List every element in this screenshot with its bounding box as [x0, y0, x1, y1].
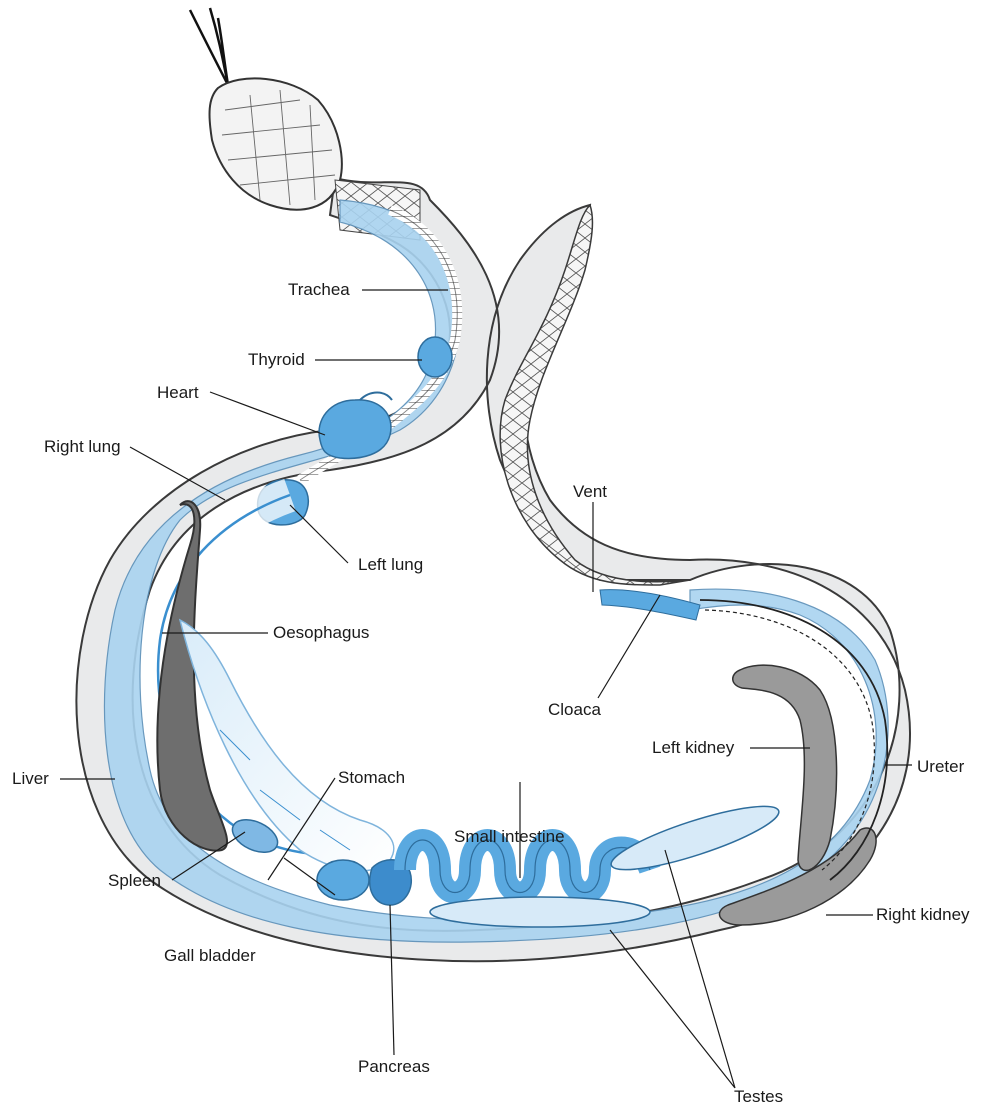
- tongue: [190, 8, 228, 85]
- label-thyroid: Thyroid: [248, 350, 305, 370]
- testis-lower: [430, 897, 650, 927]
- label-small-intestine: Small intestine: [454, 827, 565, 847]
- label-spleen: Spleen: [108, 871, 161, 891]
- label-vent: Vent: [573, 482, 607, 502]
- label-right-lung: Right lung: [44, 437, 121, 457]
- head: [210, 78, 342, 209]
- label-testes: Testes: [734, 1087, 783, 1107]
- label-pancreas: Pancreas: [358, 1057, 430, 1077]
- label-right-kidney: Right kidney: [876, 905, 970, 925]
- label-liver: Liver: [12, 769, 49, 789]
- label-left-lung: Left lung: [358, 555, 423, 575]
- label-ureter: Ureter: [917, 757, 964, 777]
- testis-upper: [606, 795, 784, 882]
- label-stomach: Stomach: [338, 768, 405, 788]
- right-kidney-organ: [719, 828, 876, 925]
- label-left-kidney: Left kidney: [652, 738, 734, 758]
- label-oesophagus: Oesophagus: [273, 623, 369, 643]
- cloaca-organ: [600, 590, 700, 620]
- label-heart: Heart: [157, 383, 199, 403]
- gall-bladder-organ: [317, 860, 369, 900]
- heart-organ: [319, 400, 391, 459]
- label-cloaca: Cloaca: [548, 700, 601, 720]
- left-kidney-organ: [733, 665, 837, 870]
- label-trachea: Trachea: [288, 280, 350, 300]
- label-gall-bladder: Gall bladder: [164, 946, 256, 966]
- thyroid-gland: [418, 337, 452, 377]
